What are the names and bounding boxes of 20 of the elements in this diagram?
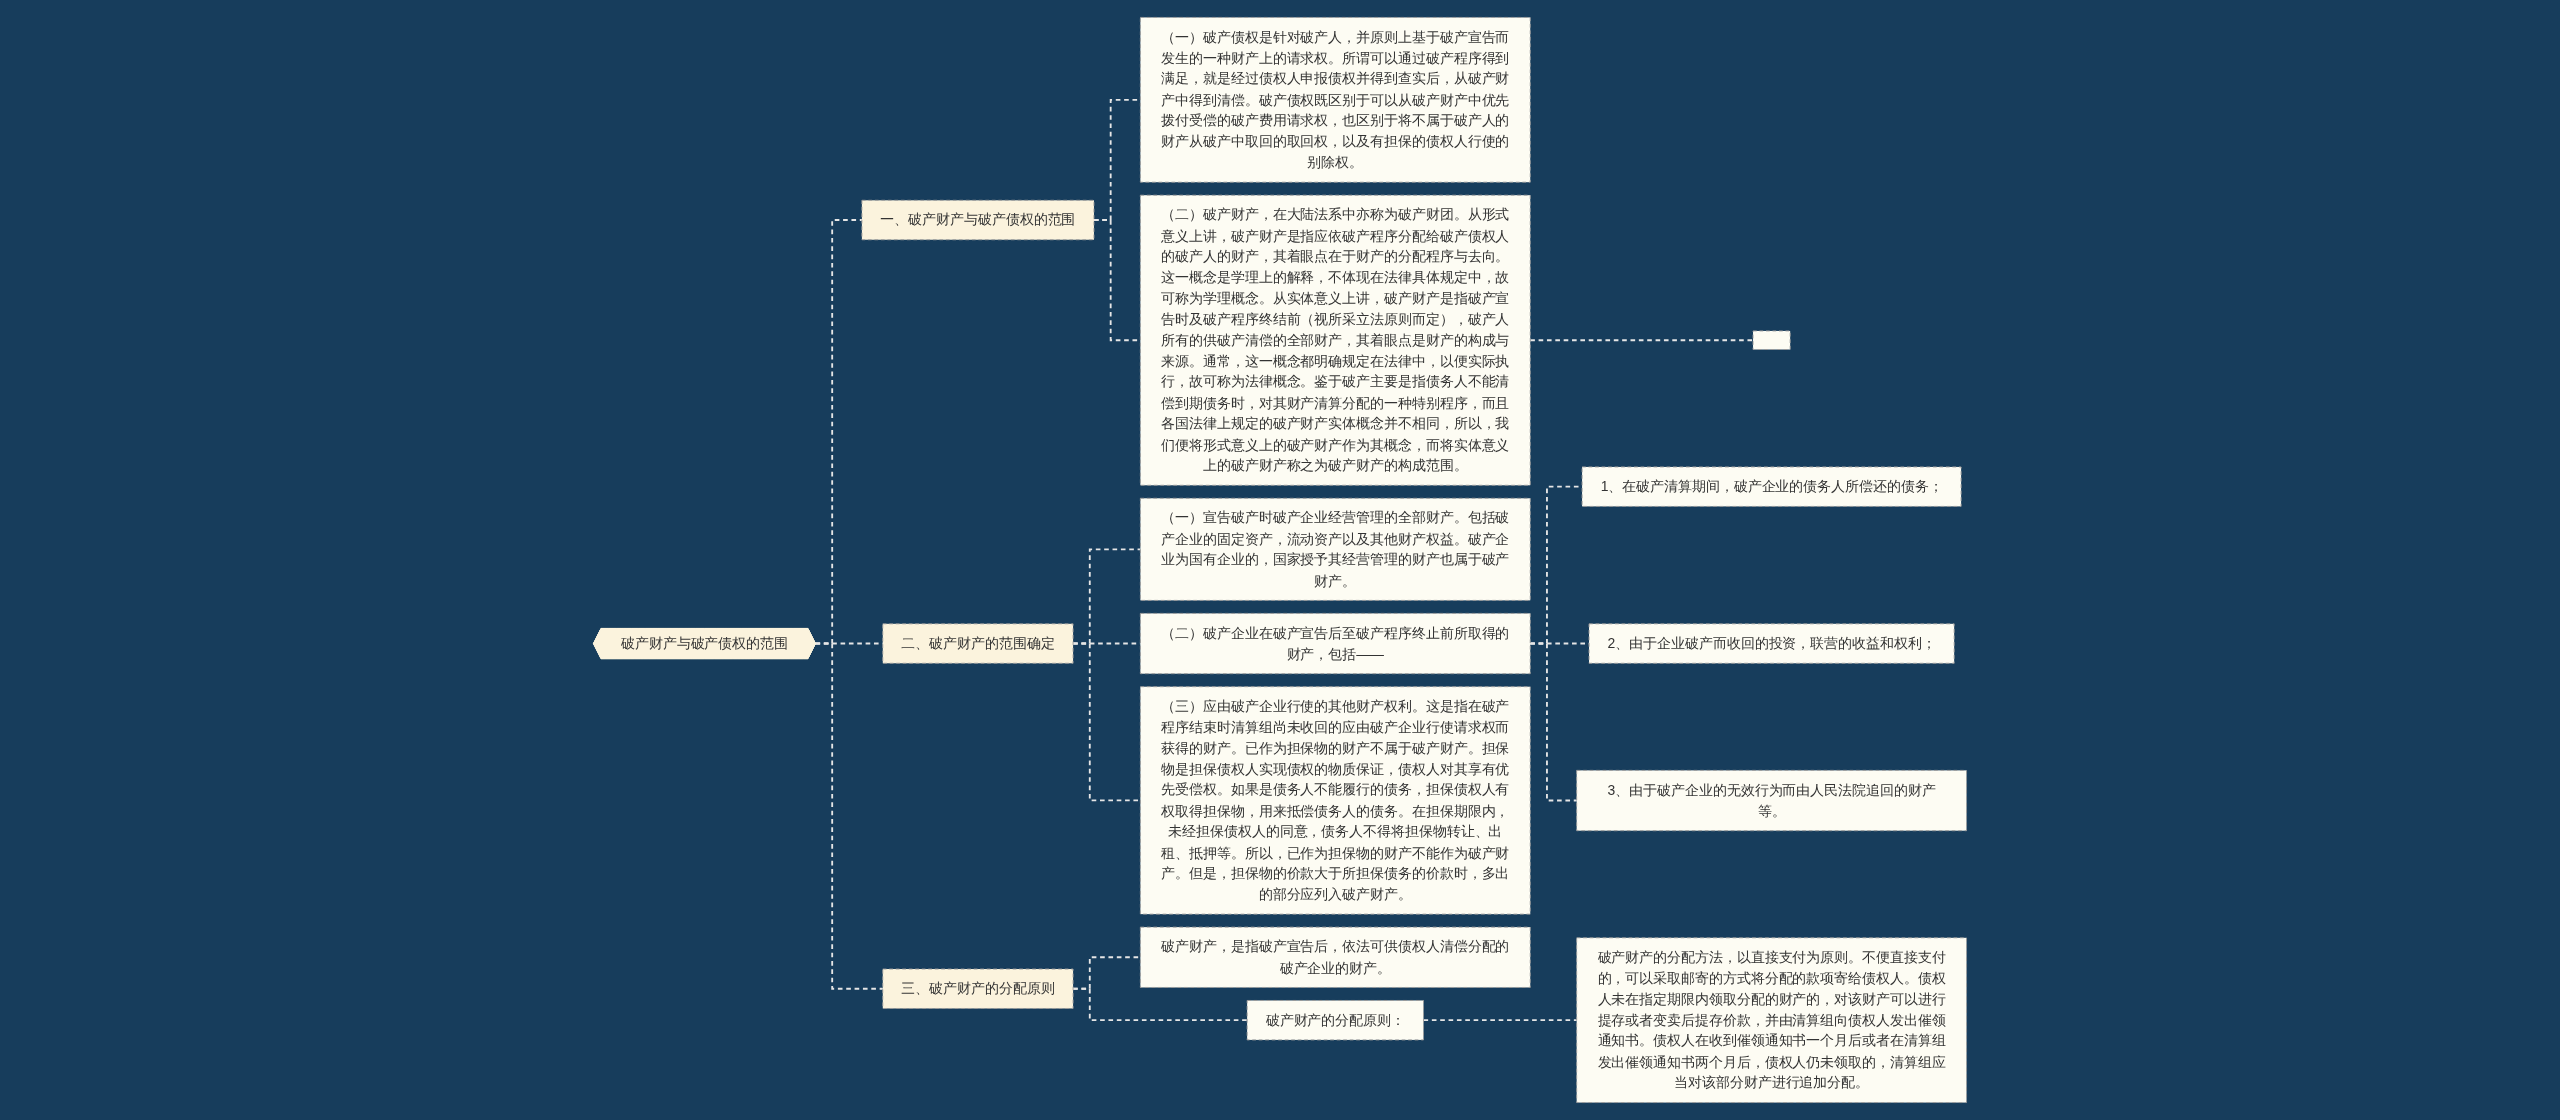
node-box: （一）宣告破产时破产企业经营管理的全部财产。包括破产企业的固定资产，流动资产以及其他财产权益。破产企业为国有企业的，国家授予其经营管理的财产也属于破产财产。 [1139, 497, 1531, 601]
node-box [1752, 330, 1791, 350]
node-box: （二）破产企业在破产宣告后至破产程序终止前所取得的财产，包括—— [1139, 612, 1531, 675]
node-box: 破产财产的分配原则： [1246, 1000, 1424, 1041]
node-box: 破产财产的分配方法，以直接支付为原则。不便直接支付的，可以采取邮寄的方式将分配的款项寄给债权人。债权人未在指定期限内领取分配的财产的，对该财产可以进行提存或者变卖后提存价款，并由清算组向债权人发出催领通知书。债权人在收到催领通知书一个月后或者在清算组发出催领通知书两个月后，债权人仍未领取的，清算组应当对该部分财产进行追加分配。 [1576, 937, 1967, 1104]
node-box: 3、由于破产企业的无效行为而由人民法院追回的财产等。 [1576, 769, 1967, 832]
connector [814, 642, 884, 990]
node-box: 破产财产，是指破产宣告后，依法可供债权人清偿分配的破产企业的财产。 [1139, 926, 1531, 988]
node-box: （三）应由破产企业行使的其他财产权利。这是指在破产程序结束时清算组尚未收回的应由破产企业行使请求权而获得的财产。已作为担保物的财产不属于破产财产。担保物是担保债权人实现债权的物质保证，债权人对其享有优先受偿权。如果是债务人不能履行的债务，担保债权人有权取得担保物，用来抵偿债务人的债务。在担保期限内，未经担保债权人的同意，债务人不得将担保物转让、出租、抵押等。所以，已作为担保物的财产不能作为破产财产。但是，担保物的价款大于所担保债务的价款时，多出的部分应列入破产财产。 [1139, 686, 1531, 915]
connector [1529, 642, 1578, 802]
node-box: 2、由于企业破产而收回的投资，联营的收益和权利； [1588, 623, 1955, 664]
node-box: 三、破产财产的分配原则 [882, 968, 1074, 1009]
node-box: （一）破产债权是针对破产人，并原则上基于破产宣告而发生的一种财产上的请求权。所谓可以通过破产程序得到满足，就是经过债权人申报债权并得到查实后，从破产财产中得到清偿。破产债权既区别于可以从破产财产中优先拨付受偿的破产费用请求权，也区别于将不属于破产人的财产从破产中取回的取回权，以及有担保的债权人行使的别除权。 [1139, 16, 1531, 183]
node-box: 1、在破产清算期间，破产企业的债务人所偿还的债务； [1581, 466, 1962, 507]
node-box: 二、破产财产的范围确定 [882, 623, 1074, 664]
node-box: 一、破产财产与破产债权的范围 [861, 199, 1095, 241]
connector [1422, 1019, 1578, 1022]
node-box: （二）破产财产，在大陆法系中亦称为破产财团。从形式意义上讲，破产财产是指应依破产程序分配给破产债权人的破产人的财产，其着眼点在于财产的分配程序与去向。这一概念是学理上的解释，不体现在法律具体规定中，故可称为学理概念。从实体意义上讲，破产财产是指破产宣告时及破产程序终结前（视所采立法原则而定），破产人所有的供破产清偿的全部财产，其着眼点是财产的构成与来源。通常，这一概念都明确规定在法律中，以便实际执行，故可称为法律概念。鉴于破产主要是指债务人不能清偿到期债务时，对其财产清算分配的一种特别程序，而且各国法律上规定的破产财产实体概念并不相同，所以，我们便将形式意义上的破产财产作为其概念，而将实体意义上的破产财产称之为破产财产的构成范围。 [1139, 194, 1531, 486]
connector [1529, 339, 1754, 342]
connector [1072, 987, 1249, 1022]
